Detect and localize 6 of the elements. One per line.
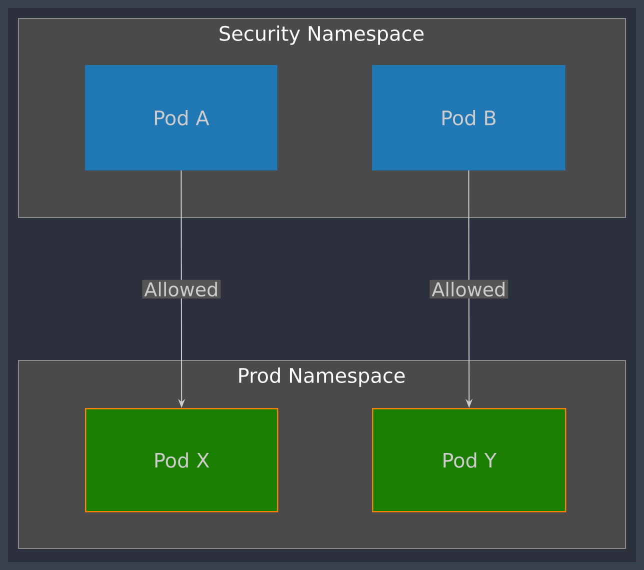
pod-box: Pod B (372, 65, 566, 170)
edge-label: Allowed (432, 282, 504, 297)
pod-box: Pod Y (372, 408, 566, 512)
edge-label: Allowed (144, 282, 217, 297)
pod-box: Pod A (85, 65, 278, 170)
pod-box: Pod X (85, 408, 278, 512)
